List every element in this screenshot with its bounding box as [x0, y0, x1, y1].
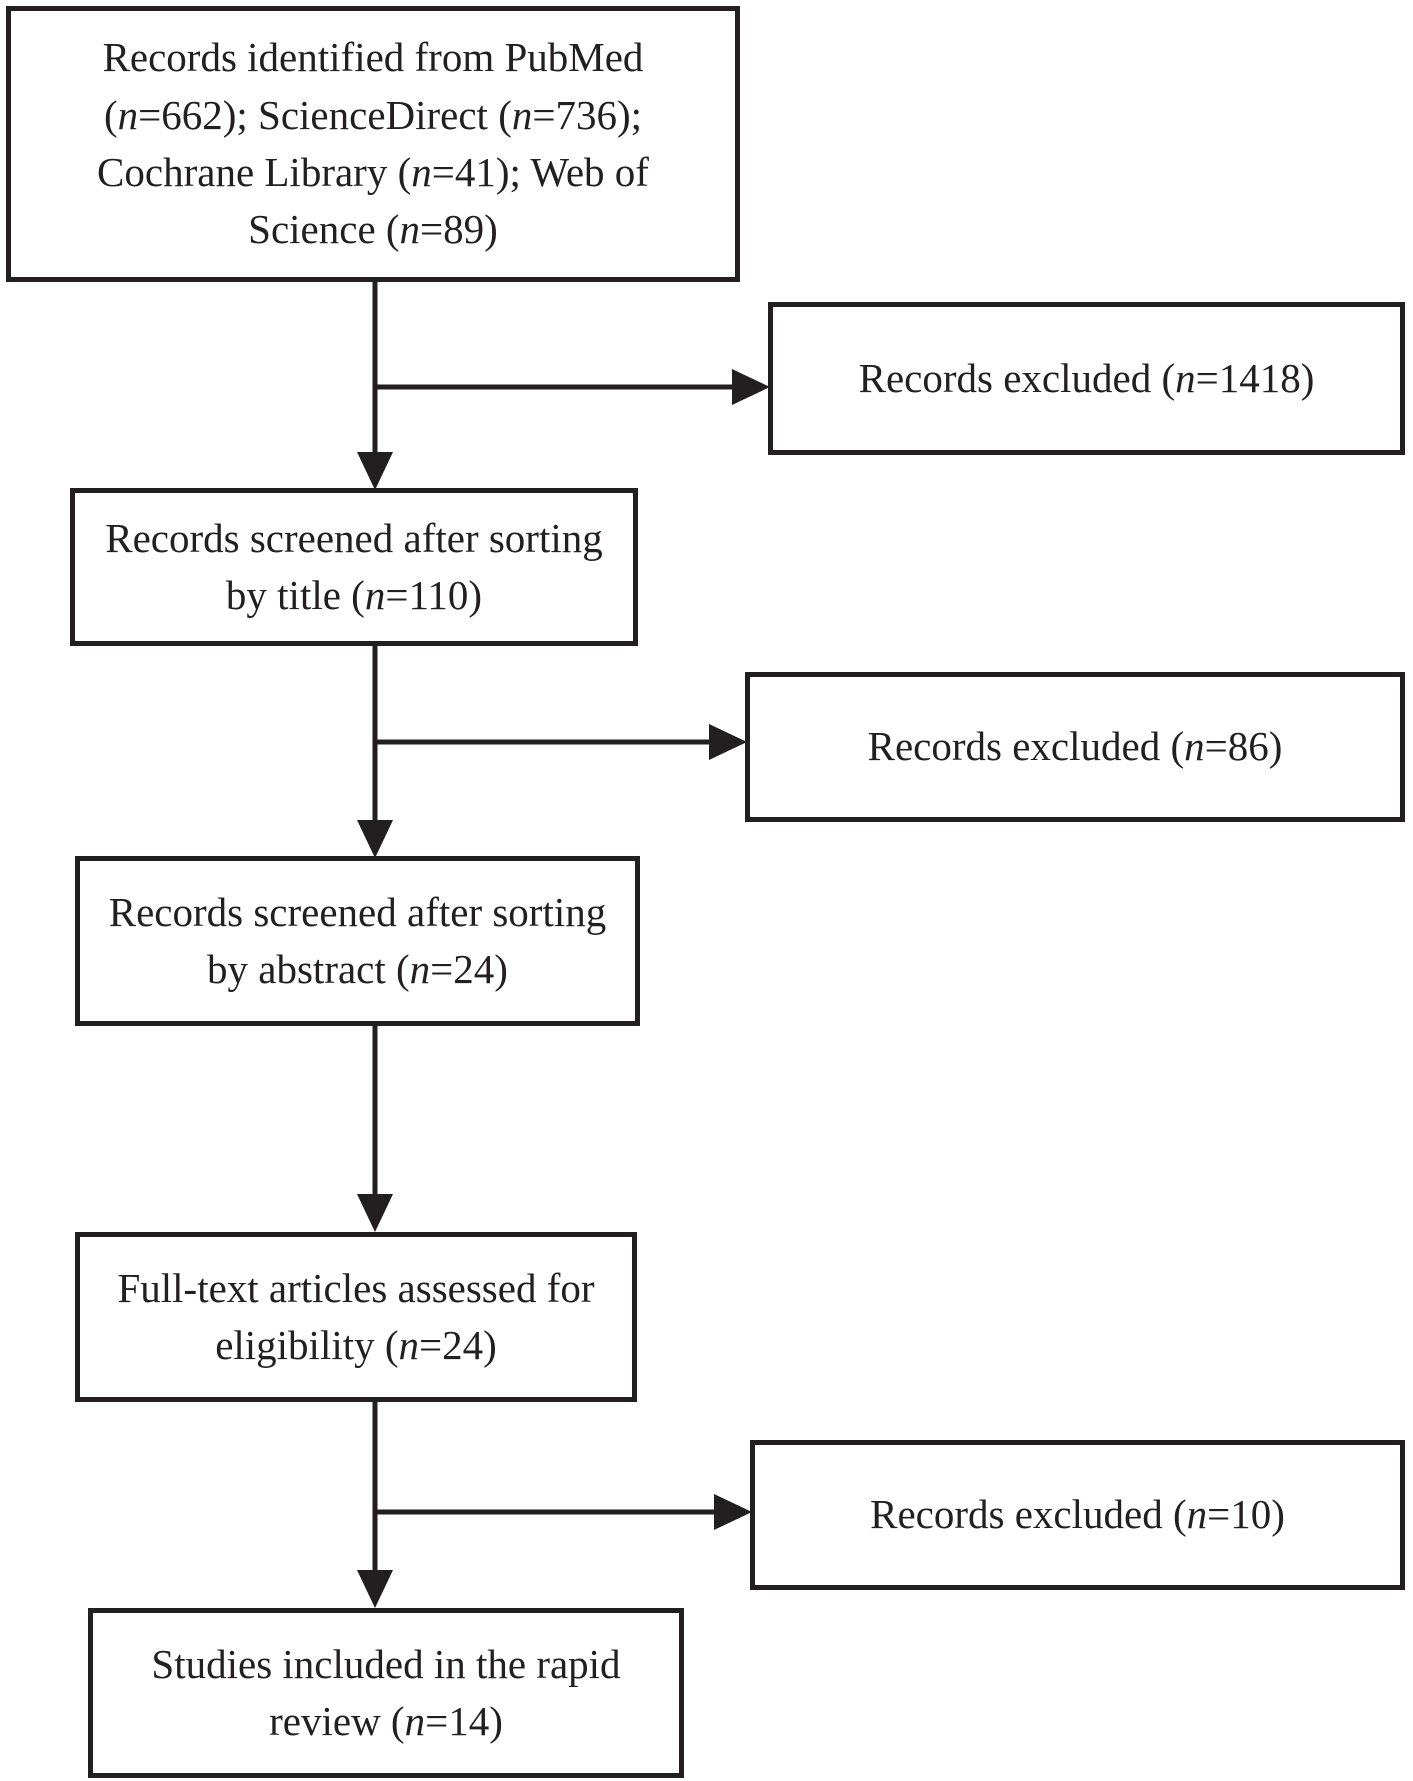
node-records-excluded-abstract: Records excluded (n=86): [745, 672, 1405, 822]
node-records-screened-title: Records screened after sorting by title …: [70, 488, 638, 646]
arrow-fulltext-to-excluded-fulltext: [373, 1494, 752, 1530]
node-studies-included-label: Studies included in the rapid review (n=…: [151, 1640, 621, 1744]
node-studies-included: Studies included in the rapid review (n=…: [88, 1608, 684, 1778]
node-records-excluded-abstract-label: Records excluded (n=86): [867, 723, 1283, 770]
node-records-identified-label: Records identified from PubMed (n=662); …: [97, 34, 649, 253]
arrow-fulltext-to-included: [357, 1402, 393, 1608]
arrow-identification-to-excluded-title: [373, 369, 770, 405]
node-records-excluded-fulltext-label: Records excluded (n=10): [870, 1491, 1285, 1538]
node-records-excluded-fulltext: Records excluded (n=10): [750, 1440, 1405, 1590]
node-fulltext-assessed: Full-text articles assessed for eligibil…: [75, 1232, 637, 1402]
arrow-screened-title-to-excluded-abstract: [373, 724, 747, 760]
node-records-identified: Records identified from PubMed (n=662); …: [6, 6, 740, 282]
arrow-screened-title-to-screened-abstract: [357, 646, 393, 858]
node-records-screened-abstract-label: Records screened after sorting by abstra…: [108, 888, 607, 992]
node-fulltext-assessed-label: Full-text articles assessed for eligibil…: [117, 1264, 595, 1368]
node-records-screened-title-label: Records screened after sorting by title …: [105, 514, 603, 618]
arrow-identification-to-screened-title: [357, 282, 393, 490]
node-records-excluded-title: Records excluded (n=1418): [768, 302, 1405, 455]
node-records-screened-abstract: Records screened after sorting by abstra…: [75, 856, 640, 1026]
arrow-screened-abstract-to-fulltext: [357, 1026, 393, 1232]
node-records-excluded-title-label: Records excluded (n=1418): [858, 354, 1315, 401]
